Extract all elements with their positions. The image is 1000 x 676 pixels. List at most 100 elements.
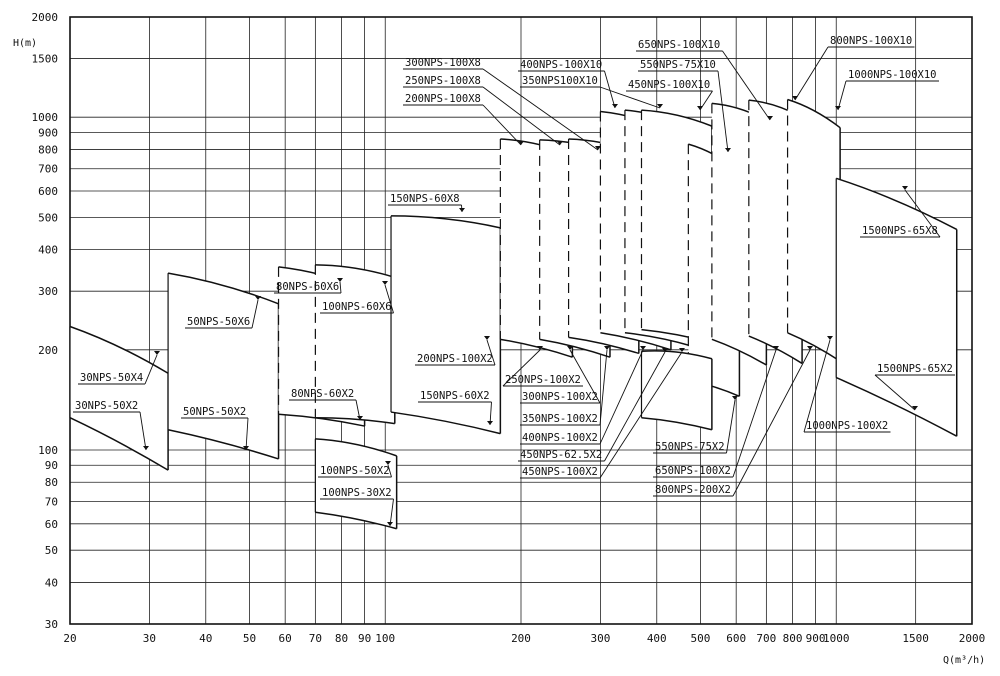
zone-bottom-curve (624, 332, 693, 347)
zone-top-curve (315, 264, 396, 279)
leader-arrowhead (604, 346, 610, 350)
leader-arrowhead (537, 346, 543, 350)
leader-arrowhead (902, 186, 908, 190)
y-tick-label: 50 (45, 544, 58, 557)
zone-top-curve (641, 350, 713, 360)
leader-line (569, 349, 601, 404)
zone-fill (787, 99, 841, 362)
leader-line (604, 351, 666, 462)
leader-arrowhead (612, 104, 618, 108)
leader-line (502, 349, 541, 387)
leader-arrowhead (387, 522, 393, 526)
zone-fill (315, 264, 395, 424)
leader-arrowhead (337, 278, 343, 282)
zone-bottom-curve (539, 338, 611, 358)
leader-arrowhead (912, 406, 918, 410)
y-tick-label: 300 (38, 285, 58, 298)
x-tick-label: 80 (335, 632, 348, 645)
y-tick-label: 700 (38, 163, 58, 176)
leader-line (384, 284, 394, 314)
y-tick-label: 600 (38, 185, 58, 198)
series-label: 100NPS-30X2 (322, 487, 392, 499)
leader-line (874, 374, 916, 411)
leader-arrowhead (792, 96, 798, 100)
leader-line (339, 281, 342, 294)
series-label: 80NPS-60X6 (276, 281, 339, 293)
leader-arrowhead (143, 446, 149, 450)
leader-line (486, 339, 496, 366)
series-label: 80NPS-60X2 (291, 388, 354, 400)
leader-line (904, 189, 941, 238)
leader-line (599, 349, 644, 445)
zone-fill (391, 215, 501, 434)
leader-arrowhead (385, 461, 391, 465)
series-label: 400NPS-100X10 (520, 59, 602, 71)
zone-top-curve (787, 98, 841, 129)
series-label: 800NPS-200X2 (655, 484, 731, 496)
y-tick-label: 70 (45, 496, 58, 509)
zone-fill (168, 273, 279, 459)
leader-arrowhead (773, 346, 779, 350)
leader-arrowhead (357, 416, 363, 420)
x-tick-label: 1000 (823, 632, 850, 645)
zone-bottom-curve (167, 429, 279, 460)
x-tick-label: 800 (783, 632, 803, 645)
leader-line (599, 86, 661, 109)
leader-arrowhead (835, 106, 841, 110)
leader-arrowhead (459, 208, 465, 212)
zone-fill (70, 326, 169, 471)
zone-bottom-curve (835, 376, 958, 437)
leader-arrowhead (487, 421, 493, 425)
zone-top-curve (69, 325, 169, 374)
leader-arrowhead (255, 296, 261, 300)
series-label: 150NPS-60X2 (420, 390, 490, 402)
label-layer: 30NPS-50X430NPS-50X250NPS-50X650NPS-50X2… (75, 35, 953, 499)
zone-bottom-curve (69, 417, 169, 471)
zone-layer (69, 98, 958, 530)
series-label: 550NPS-75X10 (640, 59, 716, 71)
x-tick-label: 40 (199, 632, 212, 645)
zone-top-curve (167, 272, 279, 305)
series-label: 100NPS-50X2 (320, 465, 390, 477)
zone-bottom-curve (315, 416, 395, 425)
zone-bottom-curve (390, 411, 501, 435)
y-tick-label: 90 (45, 459, 58, 472)
y-tick-label: 100 (38, 444, 58, 457)
series-label: 200NPS-100X2 (417, 353, 493, 365)
series-label: 1000NPS-100X10 (848, 69, 937, 81)
y-tick-label: 40 (45, 576, 58, 589)
series-label: 100NPS-60X6 (322, 301, 392, 313)
series-label: 400NPS-100X2 (522, 432, 598, 444)
x-tick-label: 100 (375, 632, 395, 645)
zone-bottom-curve (278, 413, 365, 427)
leader-arrowhead (827, 336, 833, 340)
y-tick-label: 1000 (32, 111, 59, 124)
series-label: 650NPS-100X2 (655, 465, 731, 477)
series-label: 1500NPS-65X8 (862, 225, 938, 237)
series-label: 30NPS-50X4 (80, 372, 143, 384)
leader-arrowhead (640, 346, 646, 350)
leader-arrowhead (679, 348, 685, 352)
leader-arrowhead (697, 106, 703, 110)
zone-top-curve (391, 215, 501, 229)
zone-bottom-curve (600, 332, 672, 351)
x-axis-label: Q(m³/h) (943, 655, 985, 666)
zone-bottom-curve (711, 338, 767, 366)
y-tick-label: 2000 (32, 11, 59, 24)
series-label: 800NPS-100X10 (830, 35, 912, 47)
leader-line (389, 498, 394, 527)
zone-bottom-curve (315, 511, 397, 530)
series-label: 200NPS-100X8 (405, 93, 481, 105)
x-tick-label: 20 (63, 632, 76, 645)
series-label: 350NPS-100X2 (522, 413, 598, 425)
series-label: 300NPS-100X2 (522, 391, 598, 403)
series-label: 250NPS-100X8 (405, 75, 481, 87)
series-label: 50NPS-50X2 (183, 406, 246, 418)
zone-bottom-curve (500, 338, 573, 358)
leader-line (604, 70, 616, 109)
leader-arrowhead (595, 146, 601, 150)
leader-arrowhead (557, 141, 563, 145)
